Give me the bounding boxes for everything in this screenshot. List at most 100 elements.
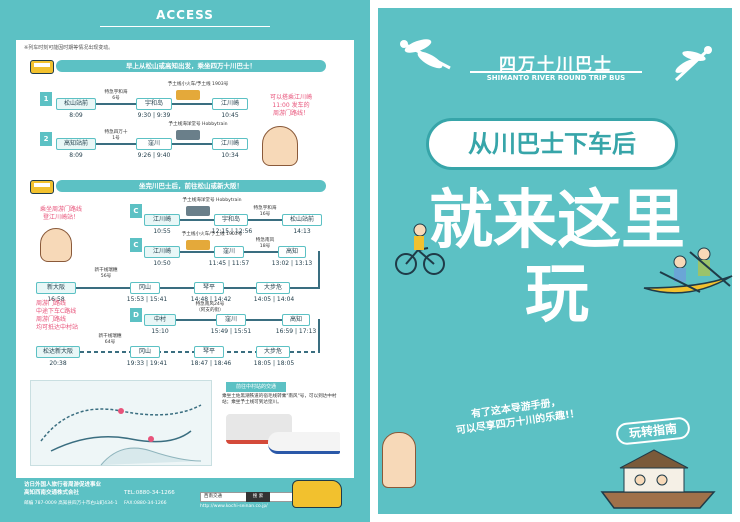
divider bbox=[470, 71, 642, 73]
dragonfly-icon bbox=[674, 46, 712, 82]
station-oboke: 大步危 bbox=[256, 346, 290, 358]
time: 15:53 | 15:41 bbox=[126, 296, 168, 303]
station-oboke: 大步危 bbox=[256, 282, 290, 294]
station-uwajima: 宇和岛 bbox=[136, 98, 172, 110]
map-graphic bbox=[40, 404, 202, 466]
train-name: 新干线瑞穗 64号 bbox=[98, 334, 122, 345]
rail-line bbox=[248, 219, 282, 221]
station-ekawasaki: 江川崎 bbox=[144, 246, 180, 258]
route-map bbox=[30, 380, 212, 466]
station-kochi: 高知站前 bbox=[56, 138, 96, 150]
route-label-c: C bbox=[130, 204, 142, 218]
time: 10:34 bbox=[221, 152, 239, 159]
time: 9:26 | 9:40 bbox=[137, 152, 171, 159]
rail-line bbox=[172, 143, 212, 145]
boat-illustration bbox=[600, 449, 716, 509]
bus-icon bbox=[30, 180, 54, 194]
station-matsuyama: 松山站前 bbox=[282, 214, 322, 226]
station-kotohira: 琴平 bbox=[194, 282, 224, 294]
station-matsuyama: 松山站前 bbox=[56, 98, 96, 110]
time: 13:02 | 13:13 bbox=[271, 260, 313, 267]
access-title: ACCESS bbox=[156, 8, 214, 22]
time: 18:47 | 18:46 bbox=[190, 360, 232, 367]
main-headline-line1: 就来这里 bbox=[429, 184, 685, 258]
handwritten-note: 可以搭乘江川崎 11:00 发车的 周游门路线！ bbox=[269, 94, 312, 117]
rail-line bbox=[96, 103, 136, 105]
map-caption: 前往中村站的交通 bbox=[226, 382, 286, 392]
time: 14:48 | 14:42 bbox=[190, 296, 232, 303]
rail-line bbox=[96, 143, 136, 145]
search-label: 西南交通 bbox=[204, 494, 222, 499]
train-label: 予土线海洋堂号 Hobbytrain bbox=[168, 122, 228, 127]
train-name: 特急南风 18号 bbox=[255, 238, 275, 249]
cyclist-illustration bbox=[395, 223, 445, 275]
rail-line bbox=[180, 251, 214, 253]
station-ekawasaki: 江川崎 bbox=[144, 214, 180, 226]
rail-line bbox=[244, 251, 278, 253]
train-image bbox=[186, 206, 210, 216]
route-label-c: C bbox=[130, 238, 142, 252]
banner-afternoon: 坐完川巴士后，前往松山或新大阪！ bbox=[56, 180, 326, 192]
time: 10:55 bbox=[153, 228, 171, 235]
dragonfly-icon bbox=[400, 39, 451, 70]
time: 14:05 | 14:04 bbox=[253, 296, 295, 303]
train-label: 予土线小火车/予土线 1903号 bbox=[167, 82, 229, 87]
rail-line bbox=[246, 319, 282, 321]
main-headline-line2: 玩 bbox=[525, 258, 589, 332]
rail-line bbox=[318, 319, 320, 353]
footer-org: 访日外国人旅行者周游促进事业 bbox=[24, 482, 102, 488]
time: 12:15 | 12:56 bbox=[211, 228, 253, 235]
station-kubokawa: 窪川 bbox=[136, 138, 172, 150]
station-kochi: 高知 bbox=[282, 314, 310, 326]
cover-background bbox=[378, 8, 732, 514]
train-name: 特急宇和海 6号 bbox=[104, 90, 128, 101]
search-button[interactable]: 搜 索 bbox=[246, 492, 270, 502]
time: 16:58 bbox=[47, 296, 65, 303]
time: 16:59 | 17:13 bbox=[275, 328, 317, 335]
divider bbox=[100, 26, 270, 27]
station-shin-osaka: 松达新大阪 bbox=[36, 346, 80, 358]
train-image bbox=[176, 90, 200, 100]
time: 8:09 bbox=[69, 152, 83, 159]
rail-line bbox=[180, 219, 214, 221]
bus-icon bbox=[30, 60, 54, 74]
station-ekawasaki: 江川崎 bbox=[212, 138, 248, 150]
time: 11:45 | 11:57 bbox=[208, 260, 250, 267]
station-kochi: 高知 bbox=[278, 246, 306, 258]
bus-illustration bbox=[292, 480, 342, 508]
footer-address: 邮编 787-0009 高知县四万十市右山町434-1 bbox=[24, 501, 118, 506]
footer-company: 高知西南交通株式会社 bbox=[24, 490, 80, 496]
train-label: 予土线海洋堂号 Hobbytrain bbox=[182, 198, 242, 203]
rail-line bbox=[318, 251, 320, 289]
brochure-title: 四万十川巴士 bbox=[499, 55, 613, 75]
girl-illustration bbox=[40, 228, 72, 262]
schedule-note: ※列车时刻可能因时期等情况出现变动。 bbox=[24, 45, 114, 51]
time: 10:50 bbox=[153, 260, 171, 267]
station-kubokawa: 窪川 bbox=[216, 314, 246, 326]
kayak-illustration bbox=[643, 247, 733, 294]
footer-tel: TEL:0880-34-1266 bbox=[124, 490, 175, 496]
handwritten-note: 乘坐周游门路线 登江川崎站！ bbox=[39, 206, 82, 221]
time: 19:33 | 19:41 bbox=[126, 360, 168, 367]
time: 18:05 | 18:05 bbox=[253, 360, 295, 367]
website-url[interactable]: http://www.kochi-seinan.co.jp/ bbox=[200, 504, 268, 509]
train-name: 特急四万十 1号 bbox=[104, 130, 128, 141]
time: 15:10 bbox=[151, 328, 169, 335]
handwritten-note: 周游门路线 中途下车C路线 周游门路线 均可抵达中村站 bbox=[36, 300, 79, 331]
time: 9:30 | 9:39 bbox=[137, 112, 171, 119]
station-okayama: 冈山 bbox=[130, 346, 160, 358]
station-kubokawa: 窪川 bbox=[214, 246, 244, 258]
train-name: 特急宇和海 16号 bbox=[253, 206, 277, 217]
time: 20:38 bbox=[49, 360, 67, 367]
train-image bbox=[176, 130, 200, 140]
girl-illustration bbox=[262, 126, 298, 166]
station-kotohira: 琴平 bbox=[194, 346, 224, 358]
time: 14:13 bbox=[293, 228, 311, 235]
footer-fax: FAX:0880-34-1266 bbox=[124, 501, 167, 506]
train-photo-2 bbox=[268, 432, 340, 454]
station-ekawasaki: 江川崎 bbox=[212, 98, 248, 110]
train-label: 予土线小火车/予土线 1903号 bbox=[181, 232, 243, 237]
station-uwajima: 宇和岛 bbox=[214, 214, 248, 226]
map-text: 乘坐土佐黑潮铁道的宿毛线转乘"南风"号，可以到达中村站；乘坐予土线可到达窪川。 bbox=[222, 394, 337, 405]
train-image bbox=[186, 240, 210, 250]
